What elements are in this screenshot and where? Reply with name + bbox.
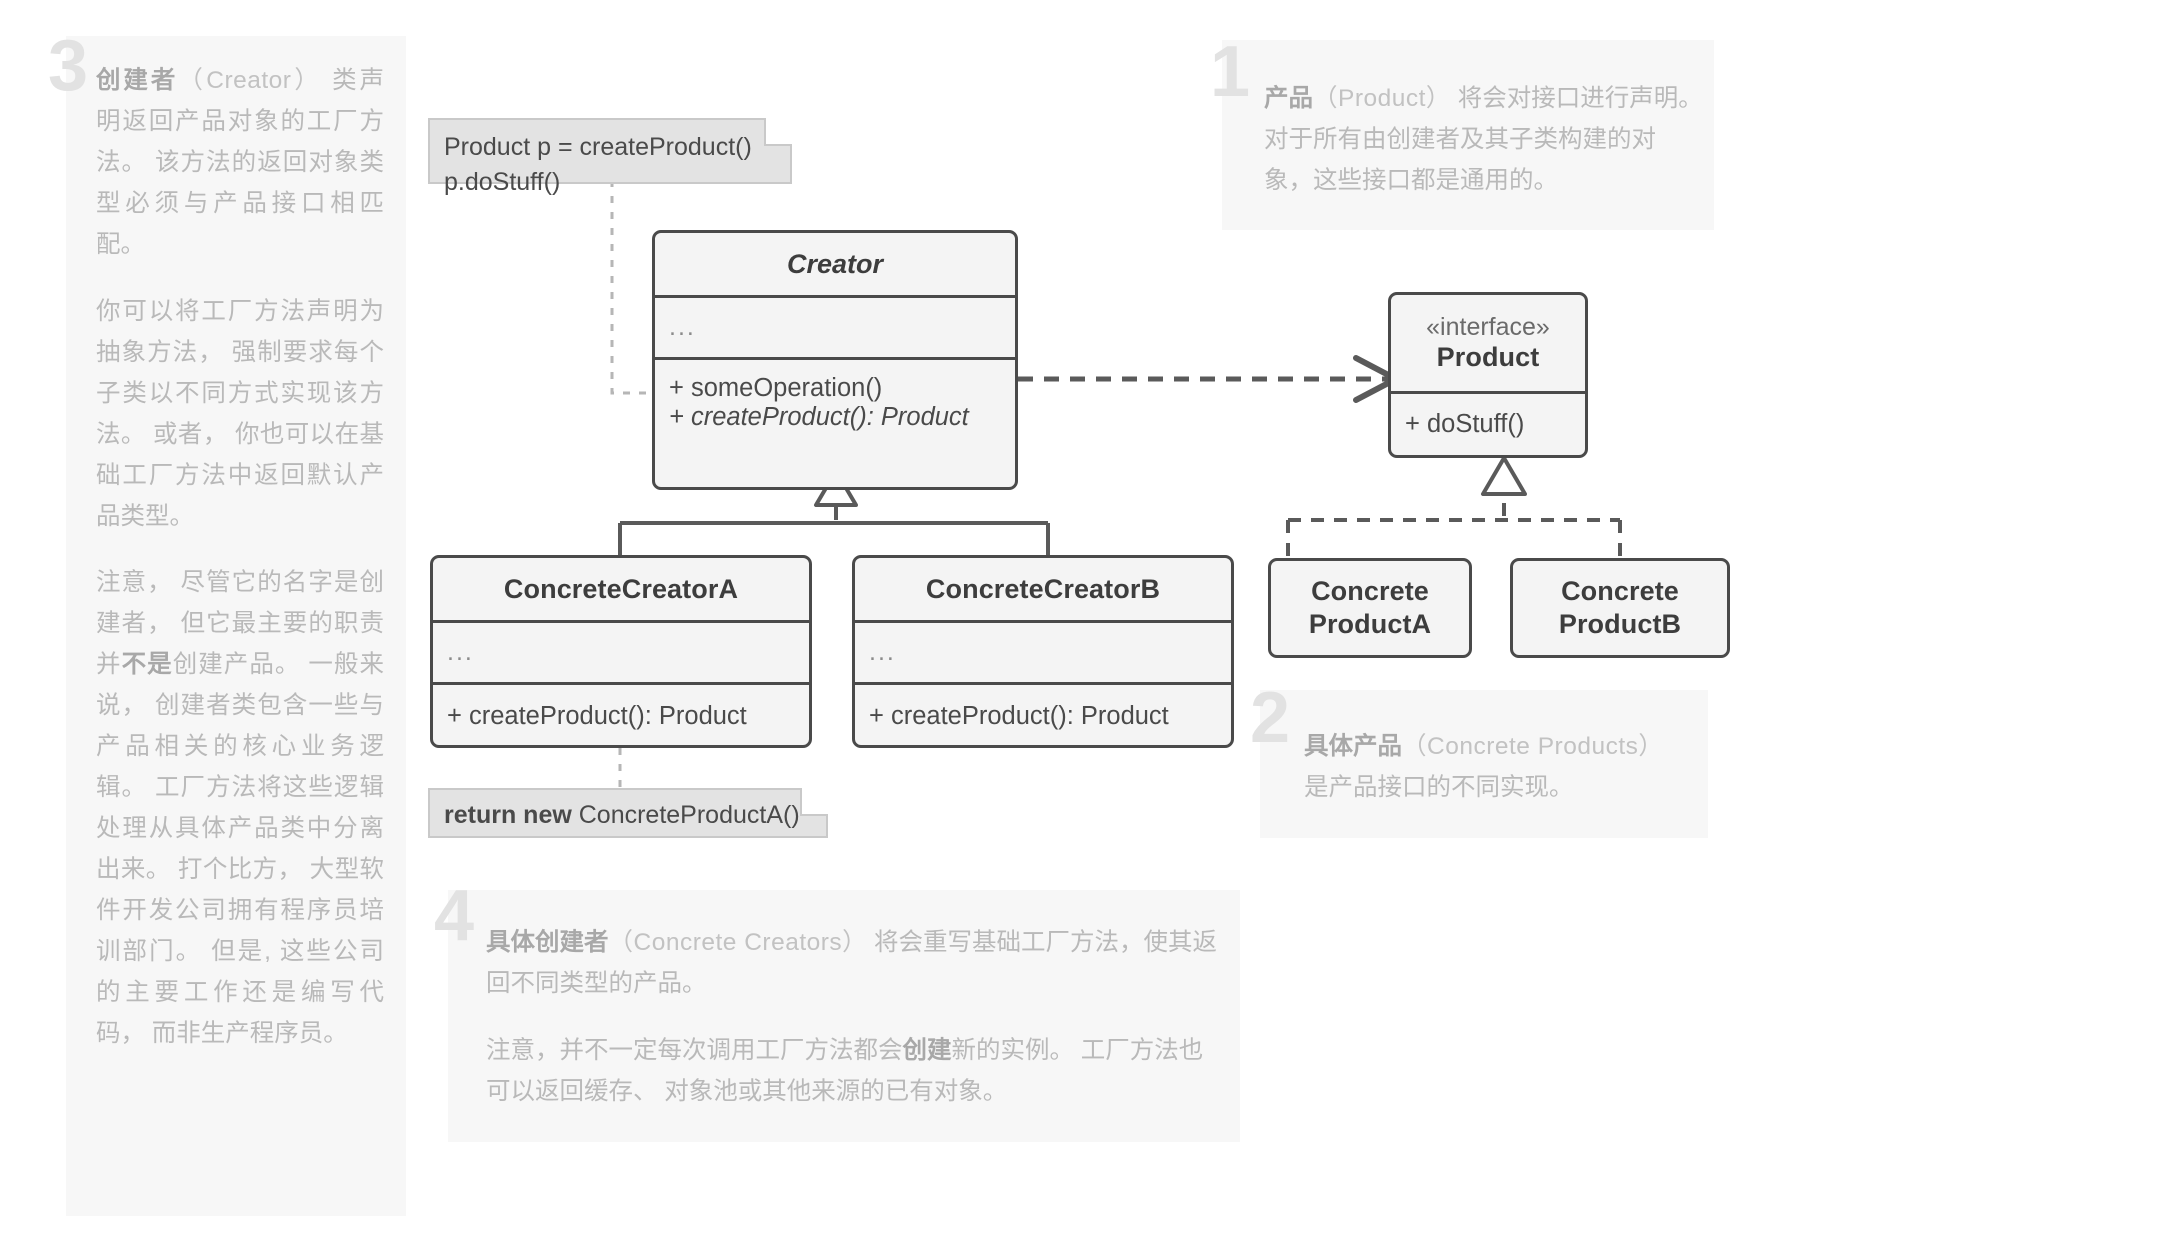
panel-concrete-creators-p2a: 注意，并不一定每次调用工厂方法都会 <box>486 1036 903 1064</box>
note-anchor-creator <box>610 180 652 395</box>
note-return-rest: ConcreteProductA() <box>571 801 800 829</box>
panel-product-paragraph-1: 产品（Product） 将会对接口进行声明。 对于所有由创建者及其子类构建的对象… <box>1264 78 1704 201</box>
class-box-creator[interactable]: Creator ... + someOperation() + createPr… <box>652 230 1018 490</box>
class-ccreator-a-name: ConcreteCreatorA <box>503 573 739 604</box>
class-ccreator-a-attribute-dots: ... <box>447 638 474 666</box>
annotation-panel-concrete-creators: 4 具体创建者（Concrete Creators） 将会重写基础工厂方法，使其… <box>434 880 1240 1142</box>
panel-concrete-products-text: 具体产品（Concrete Products） 是产品接口的不同实现。 <box>1304 726 1702 834</box>
panel-concrete-creators-paragraph-1: 具体创建者（Concrete Creators） 将会重写基础工厂方法，使其返回… <box>486 922 1226 1004</box>
annotation-panel-product: 1 产品（Product） 将会对接口进行声明。 对于所有由创建者及其子类构建的… <box>1210 36 1714 230</box>
panel-creator-p1-rest: 类声明返回产品对象的工厂方法。 该方法的返回对象类型必须与产品接口相匹配。 <box>96 67 385 258</box>
panel-creator-title-cn: 创建者 <box>96 67 179 94</box>
class-box-concrete-product-b[interactable]: Concrete ProductB <box>1510 558 1730 658</box>
class-box-concrete-creator-a[interactable]: ConcreteCreatorA ... + createProduct(): … <box>430 555 812 748</box>
note-fold-corner-icon-2 <box>800 788 828 816</box>
note-usage-line-1: Product p = createProduct() <box>444 133 752 161</box>
panel-creator-p3a: 注意， 尽管它的名字是创建者， 但它最主要的职责并 <box>96 569 384 679</box>
class-box-product[interactable]: «interface» Product + doStuff() <box>1388 292 1588 458</box>
class-ccreator-a-operations: + createProduct(): Product <box>433 682 809 745</box>
class-ccreator-b-attribute-dots: ... <box>869 638 896 666</box>
annotation-panel-creator: 3 创建者（Creator） 类声明返回产品对象的工厂方法。 该方法的返回对象类… <box>48 30 406 1216</box>
panel-concrete-products-paragraph-1: 具体产品（Concrete Products） 是产品接口的不同实现。 <box>1304 726 1702 808</box>
class-product-operations: + doStuff() <box>1391 391 1585 455</box>
class-creator-operations: + someOperation() + createProduct(): Pro… <box>655 357 1015 487</box>
class-cproduct-a-name-line-1: Concrete <box>1311 576 1429 606</box>
panel-concrete-creators-paragraph-2: 注意，并不一定每次调用工厂方法都会创建新的实例。 工厂方法也可以返回缓存、 对象… <box>486 1030 1226 1112</box>
panel-creator-p3c: 创建产品。 一般来说， 创建者类包含一些与产品相关的核心业务逻辑。 工厂方法将这… <box>96 651 384 1048</box>
panel-number-2: 2 <box>1250 678 1291 758</box>
panel-concrete-creators-title-cn: 具体创建者 <box>486 929 609 956</box>
panel-concrete-creators-p2c: 新的实例。 工厂方法也可以返回缓存、 对象池或其他来源的已有对象。 <box>486 1036 1204 1105</box>
class-creator-operation-0: + someOperation() <box>669 374 883 402</box>
panel-product-body: 将会对接口进行声明。 对于所有由创建者及其子类构建的对象，这些接口都是通用的。 <box>1264 85 1703 194</box>
panel-creator-text: 创建者（Creator） 类声明返回产品对象的工厂方法。 该方法的返回对象类型必… <box>96 60 384 1080</box>
panel-concrete-creators-title-en: （Concrete Creators） <box>608 929 868 956</box>
realization-product-trunk <box>1286 480 1622 558</box>
class-ccreator-a-attributes: ... <box>433 620 809 682</box>
panel-product-title-en: （Product） <box>1313 85 1451 112</box>
class-cproduct-a-name-line-2: ProductA <box>1308 609 1432 639</box>
note-usage-line-2: p.doStuff() <box>444 168 561 196</box>
class-box-concrete-creator-b[interactable]: ConcreteCreatorB ... + createProduct(): … <box>852 555 1234 748</box>
panel-creator-paragraph-3: 注意， 尽管它的名字是创建者， 但它最主要的职责并不是创建产品。 一般来说， 创… <box>96 562 384 1054</box>
class-cproduct-b-name-line-2: ProductB <box>1558 609 1682 639</box>
class-creator-name: Creator <box>786 248 884 279</box>
class-ccreator-a-operation-0: + createProduct(): Product <box>447 702 747 730</box>
note-concrete-return: return new ConcreteProductA() <box>428 788 828 838</box>
panel-concrete-creators-p2b: 创建 <box>902 1036 952 1064</box>
note-fold-corner-icon <box>764 118 792 146</box>
panel-number-4: 4 <box>434 876 475 956</box>
panel-concrete-products-title-en: （Concrete Products） <box>1402 733 1664 760</box>
class-ccreator-b-attributes: ... <box>855 620 1231 682</box>
panel-product-text: 产品（Product） 将会对接口进行声明。 对于所有由创建者及其子类构建的对象… <box>1264 78 1704 227</box>
class-ccreator-a-header: ConcreteCreatorA <box>433 558 809 620</box>
panel-creator-paragraph-1: 创建者（Creator） 类声明返回产品对象的工厂方法。 该方法的返回对象类型必… <box>96 60 384 265</box>
class-ccreator-b-operations: + createProduct(): Product <box>855 682 1231 745</box>
panel-creator-title-en: （Creator） <box>178 67 323 94</box>
panel-number-3: 3 <box>48 26 89 106</box>
class-product-operation-0: + doStuff() <box>1405 410 1525 438</box>
panel-concrete-products-body: 是产品接口的不同实现。 <box>1304 774 1574 801</box>
panel-creator-paragraph-2: 你可以将工厂方法声明为抽象方法， 强制要求每个子类以不同方式实现该方法。 或者，… <box>96 297 384 530</box>
annotation-panel-concrete-products: 2 具体产品（Concrete Products）是产品接口的不同实现。 <box>1250 682 1708 838</box>
class-ccreator-b-header: ConcreteCreatorB <box>855 558 1231 620</box>
class-cproduct-a-header: Concrete ProductA <box>1271 561 1469 655</box>
class-ccreator-b-operation-0: + createProduct(): Product <box>869 702 1169 730</box>
panel-concrete-creators-p1-rest: 将会重写基础工厂方法，使其返回不同类型的产品。 <box>486 929 1217 997</box>
class-box-concrete-product-a[interactable]: Concrete ProductA <box>1268 558 1472 658</box>
class-ccreator-b-name: ConcreteCreatorB <box>925 573 1161 604</box>
class-product-stereotype: «interface» <box>1426 313 1550 341</box>
note-creator-usage: Product p = createProduct() p.doStuff() <box>428 118 792 196</box>
panel-creator-p3b: 不是 <box>121 651 173 679</box>
class-product-name: Product <box>1436 342 1540 372</box>
class-creator-header: Creator <box>655 233 1015 295</box>
class-creator-operation-1: + createProduct(): Product <box>669 403 969 431</box>
generalization-creator-trunk <box>618 490 1050 555</box>
class-creator-attributes: ... <box>655 295 1015 357</box>
panel-product-title-cn: 产品 <box>1264 85 1313 112</box>
class-cproduct-b-header: Concrete ProductB <box>1513 561 1727 655</box>
realization-triangle-product <box>1481 456 1527 496</box>
note-return-keyword: return new <box>444 801 572 829</box>
panel-concrete-products-title-cn: 具体产品 <box>1304 733 1402 760</box>
class-product-header: «interface» Product <box>1391 295 1585 391</box>
panel-concrete-creators-text: 具体创建者（Concrete Creators） 将会重写基础工厂方法，使其返回… <box>486 922 1226 1137</box>
class-cproduct-b-name-line-1: Concrete <box>1561 576 1679 606</box>
class-creator-attribute-dots: ... <box>669 313 696 341</box>
panel-number-1: 1 <box>1210 32 1251 112</box>
